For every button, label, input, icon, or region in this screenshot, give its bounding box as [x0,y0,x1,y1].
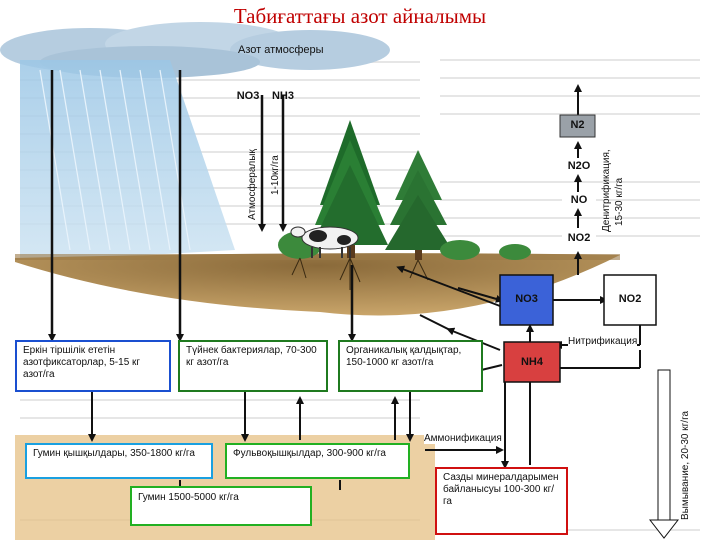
humus-box: Гумин 1500-5000 кг/га [130,486,312,526]
page-title: Табиғаттағы азот айналымы [233,4,487,28]
conifer-tree [385,150,452,260]
leaching-label: Вымывание, 20-30 кг/га [680,410,691,520]
fixation-rate-label: 1-10кг/га [270,155,281,195]
no3-box [499,274,554,326]
nh4-box-formula: NH4 [520,356,543,368]
mineral-bound-box: Сазды минералдарымен байланысуы 100-300 … [435,467,568,535]
cow-figure [290,226,359,258]
atmospheric-fixation-label: Атмосфералық [247,149,258,220]
no2-box-formula: NO2 [618,293,642,305]
denitrification-label: Денитрификация, [601,149,612,232]
no3-box-formula: NO3 [515,293,538,305]
soil-surface-band [15,254,620,260]
nodule-bacteria-box: Түйнек бактериялар, 70-300 кг азот/га [178,340,328,392]
nh3-atmosphere-formula: NH3 [271,90,294,102]
no-formula: NO [562,194,596,206]
no2-formula: NO2 [562,232,596,244]
rain-streaks [39,69,191,251]
no3-atmosphere-formula: NO3 [236,90,260,102]
free-living-fixers-box: Еркін тіршілік ететін азотфиксаторлар, 5… [15,340,171,392]
deciduous-tree [312,120,388,258]
n2-formula: N2 [570,119,585,131]
denitrification-rate-label: 15-30 кг/га [614,177,625,226]
humic-acids-box: Гумин қышқылдары, 350-1800 кг/га [25,443,213,479]
no2-box [603,274,657,326]
n2-box [559,114,596,138]
n2o-formula: N2O [562,160,596,172]
atmosphere-arrows [48,70,356,342]
organic-residues-box: Органикалық қалдықтар, 150-1000 кг азот/… [338,340,483,392]
nh4-box [503,341,561,383]
ammonification-label: Аммонификация [424,433,502,444]
soil-mound [15,253,620,316]
nitrification-label: Нитрификация [568,336,638,347]
leaching-arrow [648,369,680,539]
plant-roots [291,257,429,290]
fulvic-acids-box: Фульвоқышқылдар, 300-900 кг/га [225,443,410,479]
lower-flow-arrows [88,380,531,490]
atmosphere-label: Азот атмосферы [238,44,324,56]
